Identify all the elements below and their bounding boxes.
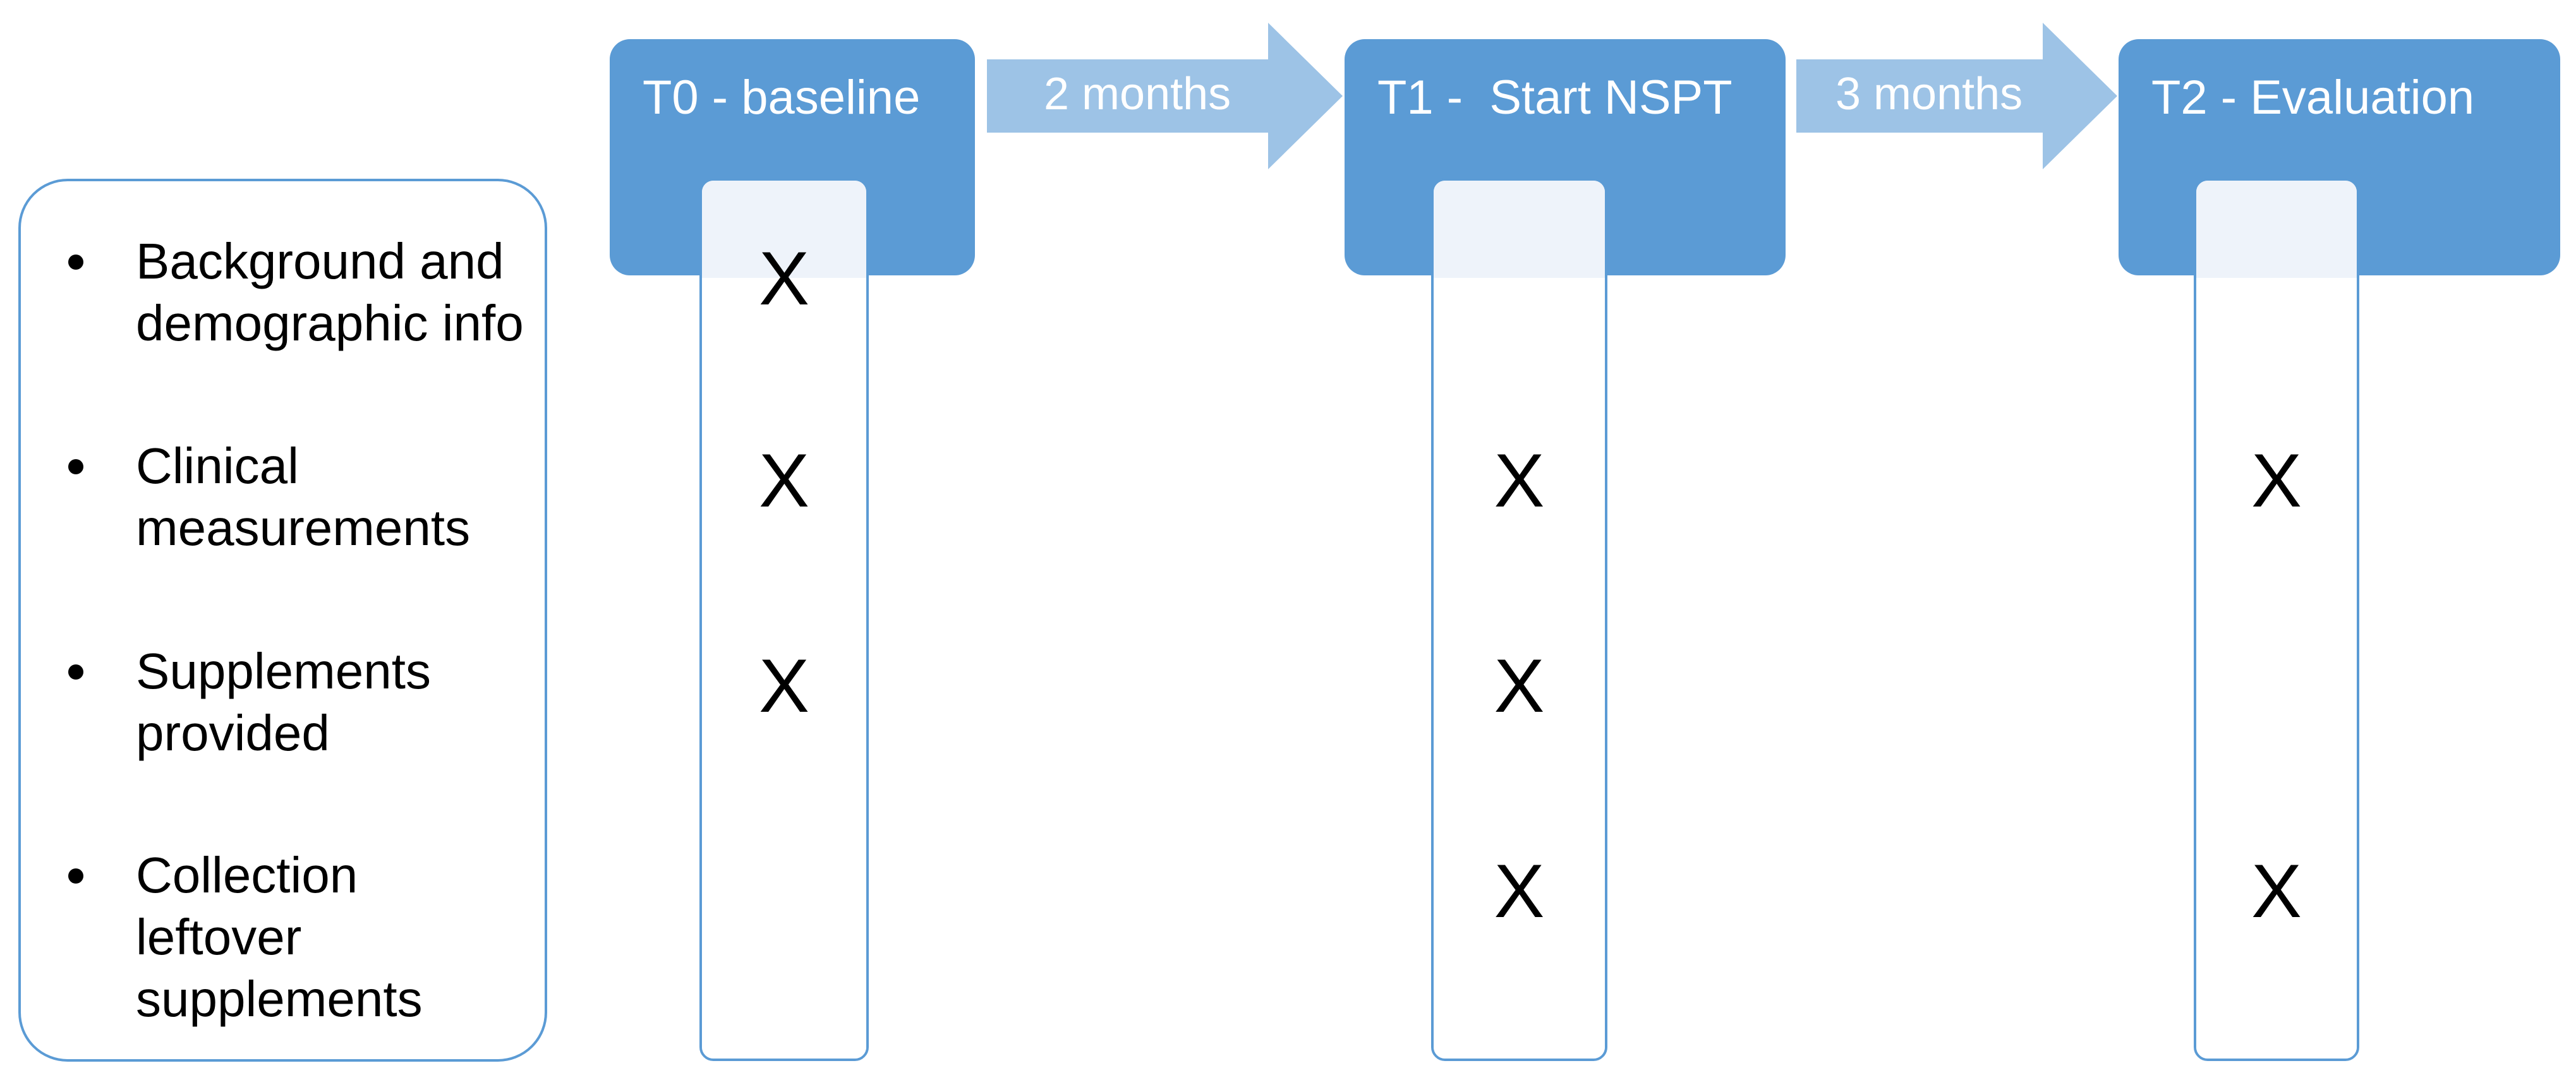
interval-label: 2 months — [1044, 69, 1231, 119]
timepoint-column-t0: X X X — [699, 178, 869, 1061]
bullet-icon — [68, 868, 83, 884]
activity-label: Supplements provided — [136, 643, 431, 761]
mark-collection-leftover: X — [2251, 849, 2302, 933]
interval-label: 3 months — [1835, 69, 2023, 119]
timepoint-title: T2 - Evaluation — [2151, 71, 2475, 124]
mark-clinical-measurements: X — [1494, 438, 1545, 523]
mark-background-demographics: X — [758, 236, 810, 321]
column-header-overlap — [2196, 181, 2357, 278]
timepoint-title: T0 - baseline — [643, 71, 921, 124]
mark-supplements-provided: X — [758, 644, 810, 728]
bullet-icon — [68, 459, 83, 474]
bullet-icon — [68, 664, 83, 680]
mark-collection-leftover: X — [1494, 849, 1545, 933]
column-header-overlap — [1434, 181, 1605, 278]
column-body — [1434, 278, 1605, 1059]
column-header-overlap — [702, 181, 866, 278]
timepoint-column-t1: X X X — [1431, 178, 1607, 1061]
column-body — [2196, 278, 2357, 1059]
activity-label: Background and demographic info — [136, 233, 524, 351]
bullet-icon — [68, 255, 83, 270]
mark-clinical-measurements: X — [758, 438, 810, 523]
activity-label: Clinical measurements — [136, 438, 471, 556]
activities-list: Background and demographic info Clinical… — [18, 179, 547, 1062]
mark-clinical-measurements: X — [2251, 438, 2302, 523]
interval-arrow-2: 3 months — [1796, 23, 2117, 169]
interval-arrow-1: 2 months — [987, 23, 1343, 169]
mark-supplements-provided: X — [1494, 644, 1545, 728]
arrow-right-icon — [1796, 23, 2117, 169]
arrow-right-icon — [987, 23, 1343, 169]
activity-label: Collection leftover supplements — [136, 847, 423, 1027]
timepoint-title: T1 - Start NSPT — [1377, 71, 1732, 124]
column-body — [702, 278, 866, 1059]
timepoint-column-t2: X X — [2194, 178, 2359, 1061]
